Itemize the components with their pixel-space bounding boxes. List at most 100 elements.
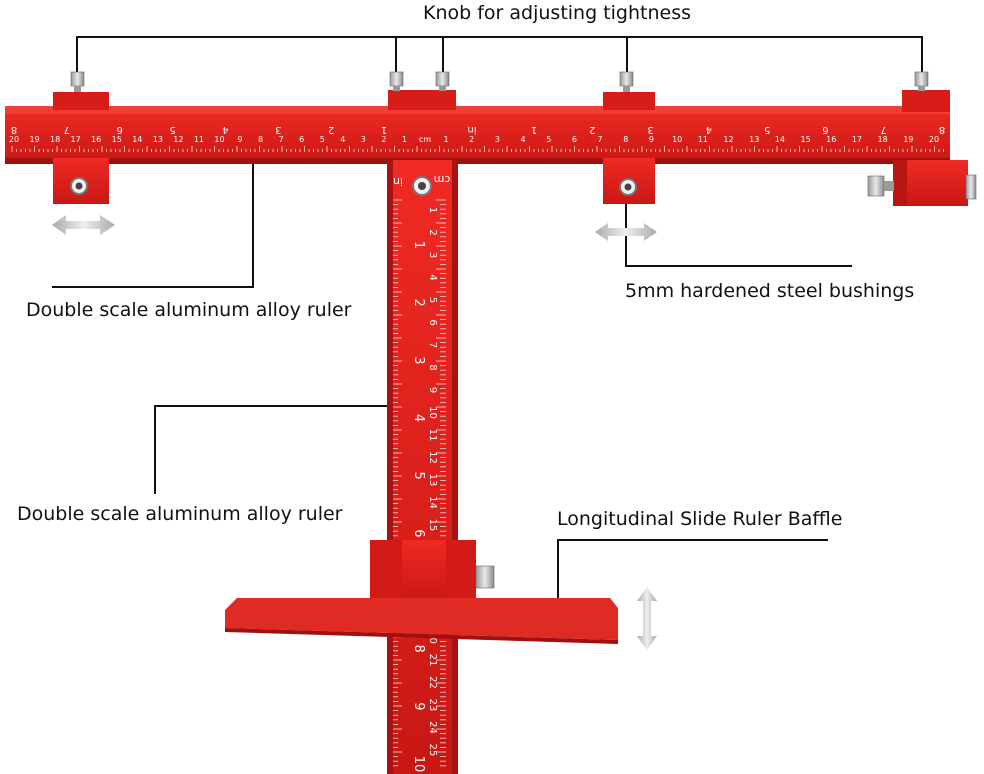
end-stop-block — [893, 90, 968, 206]
slider-block-left — [53, 92, 109, 204]
ruler-in-label: 2 — [328, 124, 334, 135]
ruler-cm-label: cm — [419, 135, 431, 144]
ruler-cm-label: 2 — [427, 229, 438, 235]
bushing-leader-line — [625, 190, 852, 267]
ruler-cm-label: 14 — [132, 135, 142, 144]
ruler-cm-label: 7 — [279, 135, 284, 144]
knob-icon — [965, 174, 977, 200]
ruler-in-label: 8 — [939, 124, 945, 135]
ruler-cm-label: 2 — [469, 135, 474, 144]
leader-lines — [52, 36, 923, 604]
ruler-cm-label: 8 — [623, 135, 628, 144]
ruler-cm-label: 20 — [929, 135, 939, 144]
ruler-in-label: 1 — [531, 124, 537, 135]
ruler-cm-label: 7 — [598, 135, 603, 144]
ruler-cm-label: 4 — [427, 274, 438, 280]
ruler-cm-label: 6 — [572, 135, 577, 144]
ruler-in-label: 8 — [11, 124, 17, 135]
ruler-cm-label: 8 — [258, 135, 263, 144]
ruler-cm-label: 15 — [800, 135, 810, 144]
ruler-in-label: 1 — [381, 124, 387, 135]
ruler-cm-label: 10 — [214, 135, 224, 144]
ruler-cm-label: 19 — [29, 135, 39, 144]
knob-icon — [867, 175, 894, 197]
ruler-cm-label: 9 — [238, 135, 243, 144]
ruler-in-unit: in — [393, 175, 403, 188]
ruler-cm-label: 16 — [826, 135, 836, 144]
ruler-cm-label: 4 — [340, 135, 345, 144]
ruler-cm-label: 15 — [427, 519, 438, 532]
ruler-in-label: 3 — [411, 356, 426, 364]
ruler-cm-label: 18 — [50, 135, 60, 144]
ruler-in-unit: in — [467, 124, 476, 135]
ruler-cm-label: 7 — [427, 342, 438, 348]
ruler-cm-label: 13 — [427, 474, 438, 487]
ruler-cm-label: 21 — [427, 654, 438, 667]
baffle-leader-line — [557, 539, 828, 604]
ruler-cm-label: 14 — [775, 135, 785, 144]
vertical-ruler: cm12345678910111213141516171819202122232… — [387, 160, 458, 774]
knob-icon — [619, 71, 634, 92]
ruler-in-label: 6 — [117, 124, 123, 135]
ruler-in-label: 2 — [411, 299, 426, 307]
ruler-vertical-label: Double scale aluminum alloy ruler — [17, 503, 343, 525]
knob-icon — [389, 71, 404, 91]
ruler-in-label: 5 — [169, 124, 175, 135]
ruler-cm-label: 12 — [723, 135, 733, 144]
ruler-in-label: 3 — [275, 124, 281, 135]
ruler-in-label: 4 — [222, 124, 228, 135]
ruler-cm-label: 10 — [427, 406, 438, 419]
knob-icon — [70, 71, 85, 92]
ruler-cm-label: 6 — [427, 319, 438, 325]
ruler-cm-label: 3 — [427, 252, 438, 258]
ruler-vertical-leader-line — [154, 405, 397, 494]
ruler-cm-label: 19 — [903, 135, 913, 144]
ruler-in-label: 6 — [822, 124, 828, 135]
ruler-cm-label: 17 — [71, 135, 81, 144]
ruler-cm-label: 9 — [427, 387, 438, 393]
ruler-cm-label: 17 — [852, 135, 862, 144]
ruler-cm-label: 5 — [546, 135, 551, 144]
horizontal-arrow-icon — [595, 223, 657, 241]
ruler-cm-label: 23 — [427, 699, 438, 712]
slider-block-center — [388, 90, 456, 110]
bushing-label: 5mm hardened steel bushings — [625, 280, 915, 302]
ruler-cm-label: 9 — [649, 135, 654, 144]
ruler-in-label: 5 — [411, 472, 426, 480]
ruler-in-label: 9 — [411, 702, 426, 710]
knob-leader-line — [76, 36, 923, 72]
ruler-cm-label: 18 — [878, 135, 888, 144]
ruler-top-leader-line — [52, 148, 254, 288]
ruler-cm-label: 20 — [9, 135, 19, 144]
ruler-in-label: 8 — [411, 645, 426, 653]
ruler-cm-label: 8 — [427, 364, 438, 370]
slide-ruler-baffle — [225, 540, 618, 644]
knob-icon — [475, 565, 495, 589]
ruler-cm-label: 4 — [521, 135, 526, 144]
horizontal-arrow-icon — [52, 215, 115, 235]
knob-icon — [435, 71, 450, 91]
ruler-in-label: 5 — [764, 124, 770, 135]
knob-icon — [914, 71, 929, 91]
ruler-in-label: 6 — [411, 529, 426, 537]
ruler-cm-label: 11 — [427, 429, 438, 442]
ruler-cm-label: 5 — [320, 135, 325, 144]
ruler-cm-label: 12 — [427, 451, 438, 464]
ruler-cm-label: 1 — [427, 207, 438, 213]
ruler-in-label: 7 — [64, 124, 70, 135]
ruler-in-label: 1 — [411, 241, 426, 249]
ruler-top-label: Double scale aluminum alloy ruler — [26, 299, 352, 321]
ruler-cm-label: 22 — [427, 676, 438, 689]
ruler-cm-label: 15 — [112, 135, 122, 144]
ruler-in-label: 2 — [589, 124, 595, 135]
knob-label: Knob for adjusting tightness — [423, 2, 691, 24]
ruler-cm-label: 3 — [361, 135, 366, 144]
ruler-cm-label: 16 — [91, 135, 101, 144]
ruler-in-label: 4 — [411, 414, 426, 422]
baffle-label: Longitudinal Slide Ruler Baffle — [557, 508, 843, 530]
ruler-cm-label: 6 — [299, 135, 304, 144]
ruler-cm-unit: cm — [434, 173, 451, 186]
ruler-cm-label: 1 — [402, 135, 407, 144]
ruler-cm-label: 3 — [495, 135, 500, 144]
